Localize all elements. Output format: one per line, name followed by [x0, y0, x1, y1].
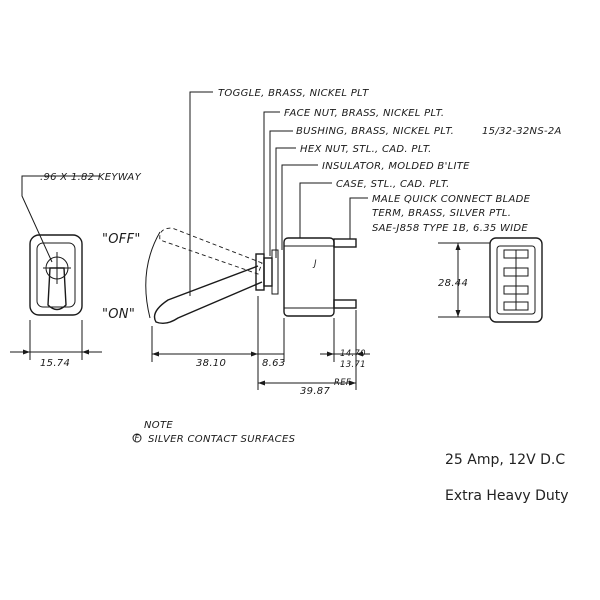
front-view — [10, 175, 102, 360]
callout-terminal-line1: MALE QUICK CONNECT BLADE — [372, 194, 531, 205]
toggle-leader — [189, 91, 213, 296]
spec-rating: 25 Amp, 12V D.C — [445, 452, 566, 468]
callout-case: CASE, STL., CAD. PLT. — [336, 179, 450, 190]
dim-terminal-bottom: 13.71 — [340, 360, 366, 370]
note-symbol-circle — [132, 433, 142, 443]
end-dim-arrow-bottom — [455, 310, 461, 317]
callout-terminal-line3: SAE-J858 TYPE 1B, 6.35 WIDE — [372, 223, 528, 234]
dim-overall-suffix: REF. — [334, 378, 353, 388]
note-text: SILVER CONTACT SURFACES — [148, 434, 296, 445]
side-view: J — [145, 91, 370, 390]
callout-face-nut: FACE NUT, BRASS, NICKEL PLT. — [284, 108, 444, 119]
note-symbol: F — [135, 434, 140, 444]
dim-arrow-toggle-right — [251, 351, 258, 357]
note-heading: NOTE — [144, 420, 173, 431]
dim-arrow-overall-right — [349, 380, 356, 386]
dim-arrow-terminal-left — [327, 351, 334, 357]
front-view-lever — [47, 267, 67, 311]
face-nut-leader — [263, 111, 280, 254]
case-leader — [299, 182, 332, 238]
dim-terminal-top: 14.70 — [340, 349, 366, 359]
terminal-leader — [349, 197, 368, 239]
dim-arrow-overall-left — [258, 380, 265, 386]
dim-bushing-length: 8.63 — [262, 358, 285, 369]
callout-insulator: INSULATOR, MOLDED B'LITE — [322, 161, 470, 172]
front-dim-arrow-right — [82, 349, 89, 355]
bushing-leader — [269, 130, 293, 256]
end-view — [438, 237, 543, 323]
position-off-label: "OFF" — [102, 232, 141, 247]
dim-toggle-length: 38.10 — [196, 358, 226, 369]
hex-nut-leader — [275, 147, 296, 258]
callout-terminal-line2: TERM, BRASS, SILVER PTL. — [372, 208, 511, 219]
dim-arrow-terminal-right — [356, 351, 363, 357]
callout-toggle: TOGGLE, BRASS, NICKEL PLT — [218, 88, 369, 99]
dim-end-height: 28.44 — [438, 278, 468, 289]
dim-front-width: 15.74 — [40, 358, 70, 369]
toggle-on-position — [153, 265, 263, 325]
dim-arrow-toggle-left — [152, 351, 159, 357]
position-on-label: "ON" — [102, 307, 135, 322]
callout-bushing: BUSHING, BRASS, NICKEL PLT. — [296, 126, 454, 137]
end-view-inner — [496, 245, 536, 315]
front-view-body — [29, 234, 83, 316]
end-dim-arrow-top — [455, 243, 461, 250]
terminal-top — [333, 238, 357, 248]
case-rivet-mark: J — [312, 259, 317, 269]
hex-nut — [263, 257, 273, 287]
switch-case — [283, 237, 335, 317]
insulator-flange — [271, 249, 279, 295]
callout-keyway: .96 X 1.82 KEYWAY — [40, 172, 142, 183]
front-dim-arrow-left — [23, 349, 30, 355]
terminal-bottom — [333, 299, 357, 309]
callout-bushing-thread: 15/32-32NS-2A — [482, 126, 562, 137]
end-view-body — [489, 237, 543, 323]
toggle-swing-arc — [145, 231, 161, 319]
spec-duty: Extra Heavy Duty — [445, 488, 569, 504]
dim-overall: 39.87 — [300, 386, 330, 397]
insulator-leader — [281, 164, 318, 250]
callout-hex-nut: HEX NUT, STL., CAD. PLT. — [300, 144, 432, 155]
keyway-leader — [21, 175, 100, 263]
toggle-off-position — [159, 227, 263, 275]
front-view-inner — [36, 242, 76, 308]
